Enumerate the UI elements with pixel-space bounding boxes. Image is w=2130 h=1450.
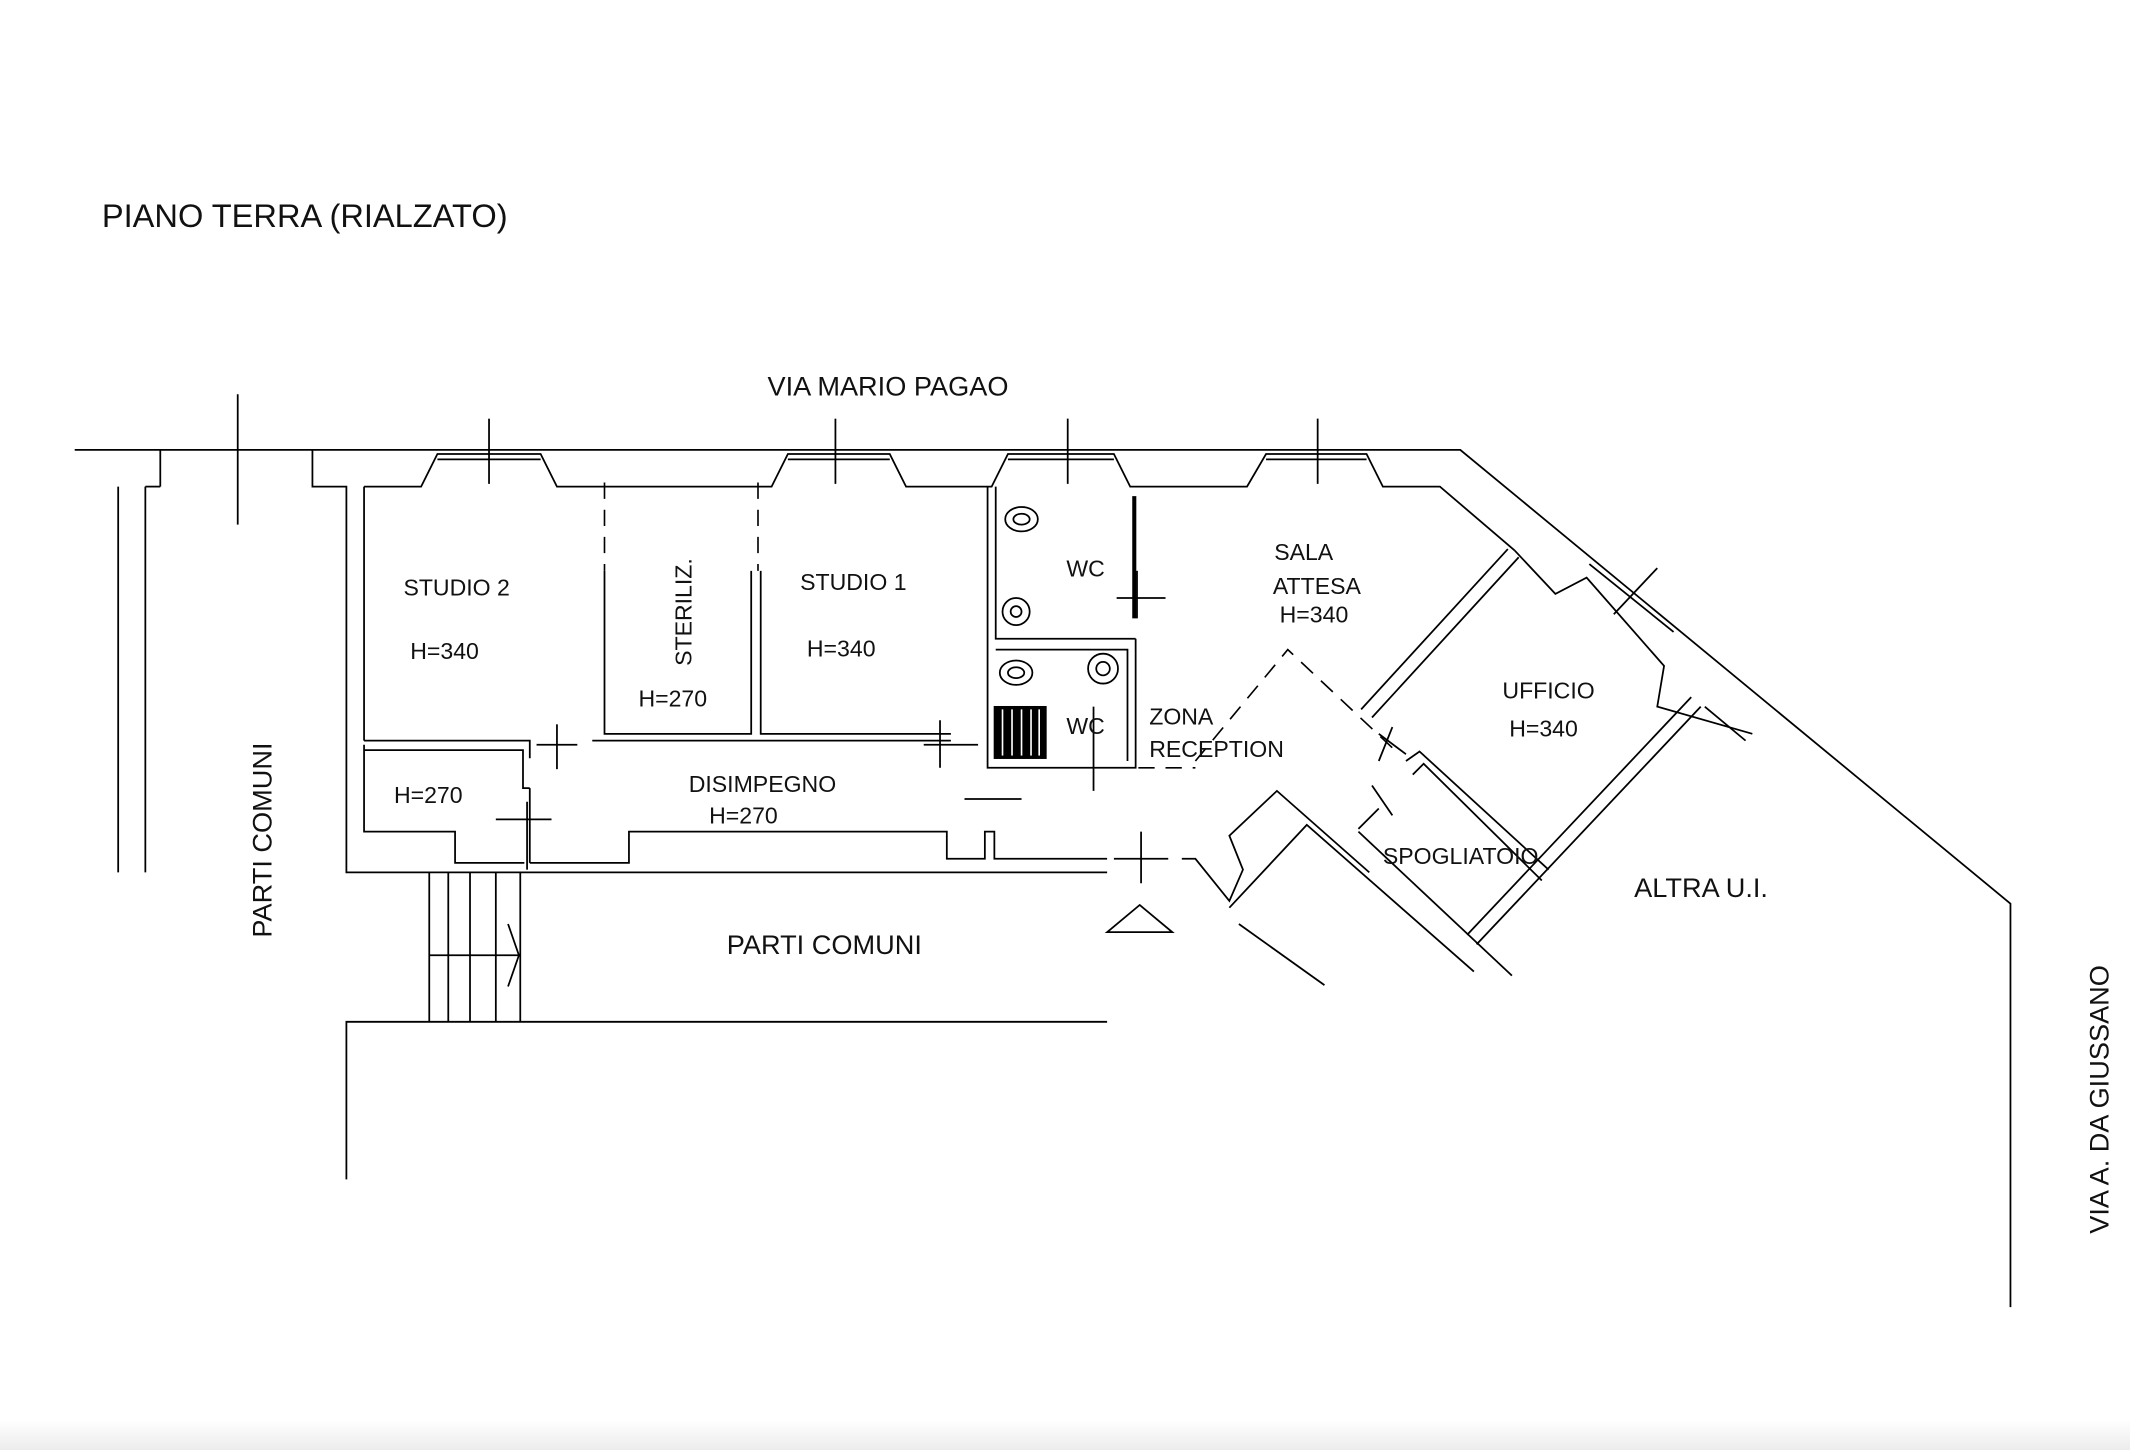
room-wc1-label: WC: [1066, 555, 1104, 581]
room-spogliatoio-label: SPOGLIATOIO: [1383, 843, 1539, 869]
plan-title: PIANO TERRA (RIALZATO): [102, 197, 508, 234]
toilet-icon: [1004, 506, 1039, 533]
room-ufficio-label: UFFICIO: [1502, 678, 1594, 704]
sink-icon: [1001, 597, 1031, 627]
room-studio1-height: H=340: [807, 635, 876, 661]
room-sala-height: H=340: [1280, 601, 1349, 627]
street-right: VIA A. DA GIUSSANO: [2083, 965, 2114, 1234]
interior-walls: [363, 482, 1747, 1022]
area-parti-comuni-left: PARTI COMUNI: [247, 742, 278, 937]
room-studio2-label: STUDIO 2: [403, 574, 509, 600]
room-ripostiglio-height: H=270: [394, 782, 463, 808]
room-steriliz-height: H=270: [638, 686, 707, 712]
room-sala-label-1: SALA: [1274, 539, 1334, 565]
room-reception-label-1: ZONA: [1149, 703, 1214, 729]
area-altra-ui: ALTRA U.I.: [1634, 872, 1768, 903]
room-sala-label-2: ATTESA: [1273, 573, 1362, 599]
room-ufficio-height: H=340: [1509, 716, 1578, 742]
room-wc2-label: WC: [1066, 713, 1104, 739]
sink-icon: [1087, 652, 1119, 685]
room-reception-label-2: RECEPTION: [1149, 736, 1284, 762]
bottom-strip: [0, 1420, 2130, 1450]
outer-walls: [74, 394, 2012, 1308]
street-top: VIA MARIO PAGAO: [768, 371, 1009, 402]
entrance-marker: [1104, 903, 1175, 934]
room-studio2-height: H=340: [410, 638, 479, 664]
room-steriliz-label: STERILIZ.: [670, 558, 696, 666]
stairs: [428, 872, 522, 1022]
room-studio1-label: STUDIO 1: [800, 569, 906, 595]
room-disimpegno-height: H=270: [709, 802, 778, 828]
area-parti-comuni-bottom: PARTI COMUNI: [727, 929, 922, 960]
room-disimpegno-label: DISIMPEGNO: [689, 771, 836, 797]
toilet-icon: [998, 659, 1034, 686]
